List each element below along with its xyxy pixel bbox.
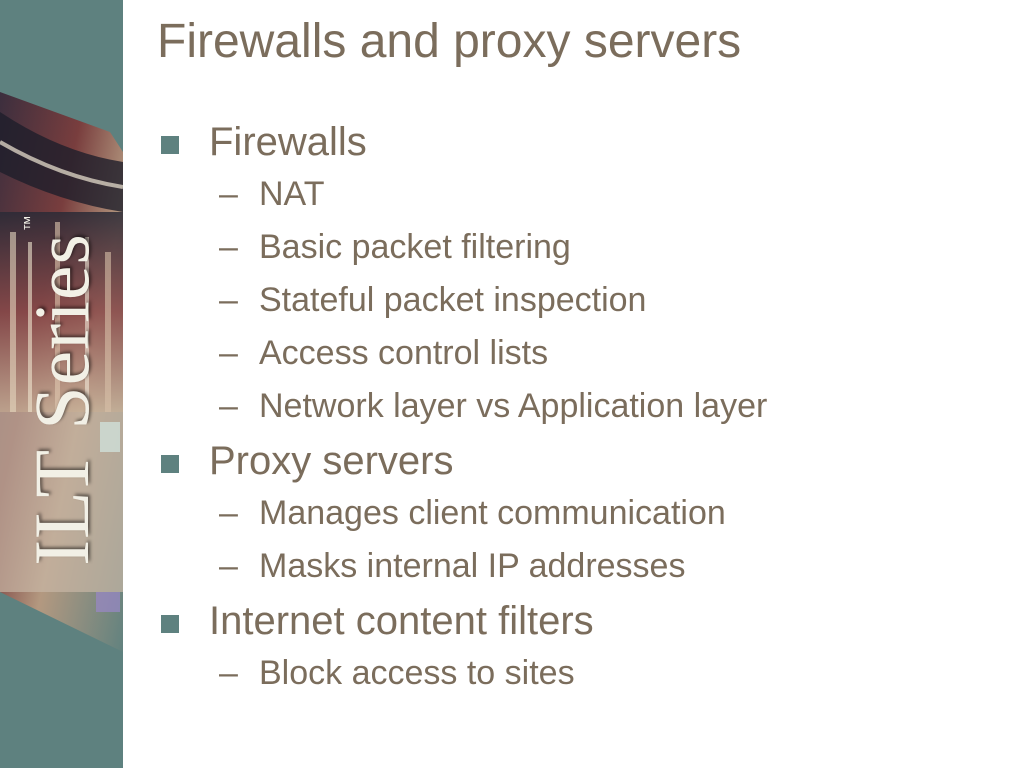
bullet-level2-text: Access control lists (259, 334, 549, 372)
bullet-level1: Internet content filters (157, 595, 1007, 647)
bullet-level1-text: Proxy servers (209, 439, 454, 483)
bullet-level2: –Manages client communication (157, 487, 1007, 540)
dash-bullet-icon: – (219, 547, 238, 585)
bullet-level1-text: Internet content filters (209, 599, 594, 643)
sidebar-artwork (0, 92, 123, 672)
dash-bullet-icon: – (219, 387, 238, 425)
brand-name: ILT Series (18, 233, 105, 566)
sidebar-decoration: ILT Series™ (0, 0, 123, 768)
bullet-level2: –Basic packet filtering (157, 221, 1007, 274)
bullet-level2: –Network layer vs Application layer (157, 380, 1007, 433)
bullet-level2: –Block access to sites (157, 647, 1007, 700)
dash-bullet-icon: – (219, 175, 238, 213)
dash-bullet-icon: – (219, 654, 238, 692)
bullet-level2: –NAT (157, 168, 1007, 221)
square-bullet-icon (161, 136, 179, 154)
bullet-level2-text: Block access to sites (259, 654, 575, 692)
bullet-level2-text: Masks internal IP addresses (259, 547, 686, 585)
bullet-level1: Firewalls (157, 116, 1007, 168)
slide-title: Firewalls and proxy servers (157, 15, 742, 68)
bullet-level1-text: Firewalls (209, 120, 367, 164)
bullet-level2-text: Network layer vs Application layer (259, 387, 768, 425)
bullet-level2: –Stateful packet inspection (157, 274, 1007, 327)
bullet-level1: Proxy servers (157, 435, 1007, 487)
square-bullet-icon (161, 615, 179, 633)
square-bullet-icon (161, 455, 179, 473)
dash-bullet-icon: – (219, 228, 238, 266)
bullet-level2-text: Manages client communication (259, 494, 726, 532)
dash-bullet-icon: – (219, 334, 238, 372)
bullet-list: Firewalls–NAT–Basic packet filtering–Sta… (157, 114, 1007, 700)
brand-logo: ILT Series™ (18, 214, 105, 566)
dash-bullet-icon: – (219, 494, 238, 532)
bullet-level2: –Access control lists (157, 327, 1007, 380)
bullet-level2-text: NAT (259, 175, 325, 213)
brand-trademark: ™ (22, 214, 39, 232)
dash-bullet-icon: – (219, 281, 238, 319)
bullet-level2-text: Basic packet filtering (259, 228, 571, 266)
bullet-level2-text: Stateful packet inspection (259, 281, 647, 319)
bullet-level2: –Masks internal IP addresses (157, 540, 1007, 593)
